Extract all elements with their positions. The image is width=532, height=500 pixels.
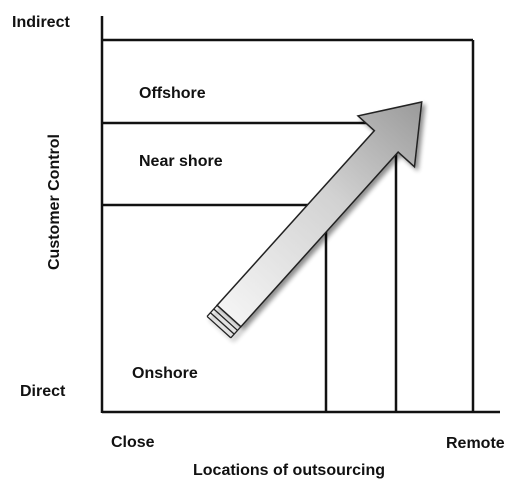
y-bottom-label: Direct: [20, 383, 66, 400]
x-axis-title: Locations of outsourcing: [193, 462, 385, 479]
region-label-near-shore: Near shore: [139, 153, 223, 170]
region-label-offshore: Offshore: [139, 85, 206, 102]
x-right-label: Remote: [446, 435, 505, 452]
direction-arrow: [206, 101, 423, 339]
arrow-tail-stripe: [209, 312, 235, 335]
arrow-tail-edge: [230, 326, 242, 339]
arrow-tail-stripe: [206, 315, 232, 339]
y-top-label: Indirect: [12, 14, 70, 31]
region-label-onshore: Onshore: [132, 365, 198, 382]
y-axis-title: Customer Control: [46, 134, 63, 270]
arrow-tail-stripe: [213, 308, 238, 331]
arrow-body: [216, 101, 423, 328]
x-left-label: Close: [111, 434, 155, 451]
arrow-tail-edge: [206, 304, 218, 317]
